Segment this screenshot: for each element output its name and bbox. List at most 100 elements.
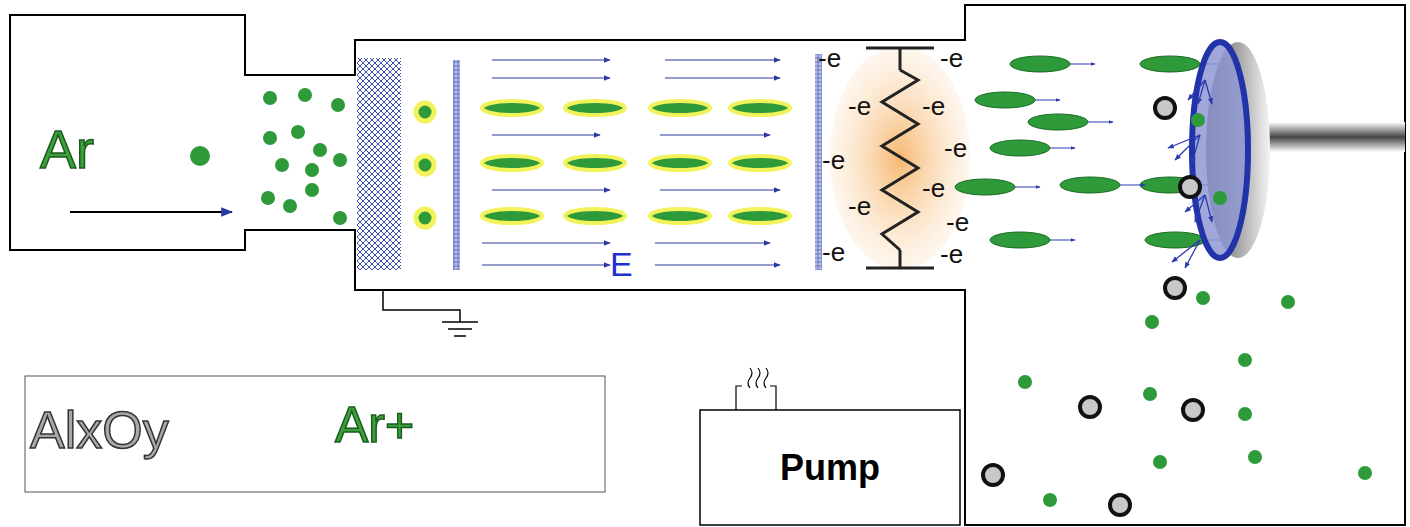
legend-text: Ar+: [335, 398, 414, 453]
argon-atom: [190, 146, 210, 166]
exhaust-symbol: [736, 368, 776, 410]
sputter-arrow: [1168, 135, 1200, 148]
electron-label: -e: [940, 240, 963, 269]
argon-ion: [416, 103, 434, 121]
argon-atom: [313, 143, 327, 157]
argon-atom: [1238, 407, 1252, 421]
fast-neutral: [1140, 56, 1200, 72]
argon-atom: [1043, 493, 1057, 507]
node-label: Pump: [780, 447, 880, 489]
field-line: [492, 77, 610, 78]
alumina-particle: [1165, 278, 1185, 298]
argon-ion: [416, 156, 434, 174]
argon-atom: [1191, 113, 1205, 127]
argon-atom: [261, 191, 275, 205]
grid-electrode: [815, 54, 822, 270]
field-line: [492, 134, 600, 135]
accelerated-ion: [650, 209, 710, 223]
sputter-arrow: [1195, 195, 1205, 222]
argon-atom: [333, 211, 347, 225]
sputter-arrow: [1172, 240, 1200, 262]
legend-box: [25, 376, 605, 492]
electron-label: -e: [818, 44, 841, 73]
argon-atom: [1018, 375, 1032, 389]
electron-label: -e: [940, 44, 963, 73]
accelerated-ion: [730, 209, 790, 223]
argon-atom: [1358, 466, 1372, 480]
field-line: [482, 264, 610, 265]
field-label: E: [610, 246, 633, 283]
fast-neutral: [975, 92, 1035, 108]
accelerated-ion: [565, 156, 625, 170]
accelerated-ion: [730, 101, 790, 115]
field-line: [665, 77, 780, 78]
accelerated-ion: [650, 101, 710, 115]
argon-atom: [263, 131, 277, 145]
fast-neutral: [1145, 232, 1205, 248]
gas-label: Ar: [40, 120, 94, 179]
field-line: [660, 189, 780, 190]
grid-electrode: [453, 60, 460, 270]
electron-label: -e: [848, 192, 871, 221]
fast-neutral: [990, 232, 1050, 248]
resistor-symbol: [882, 70, 918, 250]
alumina-particle: [1155, 98, 1175, 118]
sputter-arrow: [1205, 80, 1212, 104]
legend-entry: Ar+: [335, 398, 414, 453]
ground-symbol: [383, 290, 478, 336]
argon-atom: [1213, 191, 1227, 205]
pump-box-outline: [700, 410, 960, 525]
field-line: [482, 242, 610, 243]
argon-atom: [305, 163, 319, 177]
argon-atom: [1281, 295, 1295, 309]
fast-neutral: [990, 140, 1050, 156]
electron-label: -e: [944, 134, 967, 163]
alumina-particle: [1080, 397, 1100, 417]
alumina-particle: [1183, 400, 1203, 420]
sputter-target: [1192, 42, 1248, 258]
fast-neutral: [955, 179, 1015, 195]
fast-neutral: [1060, 177, 1120, 193]
argon-atom: [333, 153, 347, 167]
legend-entry: AlxOy: [30, 402, 169, 459]
argon-atom: [298, 88, 312, 102]
motion-arrow: [1120, 185, 1145, 186]
accelerated-ion: [482, 156, 542, 170]
electron-label: -e: [822, 146, 845, 175]
motion-arrow: [1050, 240, 1075, 241]
argon-atom: [291, 125, 305, 139]
field-line: [665, 59, 780, 60]
argon-atom: [1196, 291, 1210, 305]
field-line: [660, 134, 770, 135]
electron-label: -e: [922, 174, 945, 203]
sputter-arrow: [1192, 135, 1200, 163]
motion-arrow: [1050, 148, 1075, 149]
motion-arrow: [1070, 64, 1095, 65]
alumina-particle: [1180, 177, 1200, 197]
gas-flow-arrow: [70, 211, 232, 213]
accelerated-ion: [730, 156, 790, 170]
sputter-arrow: [1198, 80, 1205, 104]
field-line: [492, 59, 610, 60]
alumina-particle: [983, 465, 1003, 485]
argon-atom: [1143, 387, 1157, 401]
argon-atom: [1153, 455, 1167, 469]
argon-atom: [275, 158, 289, 172]
argon-atom: [283, 199, 297, 213]
argon-atom: [1145, 315, 1159, 329]
inlet-mesh: [357, 58, 401, 270]
motion-arrow: [1088, 122, 1113, 123]
motion-arrow: [1015, 187, 1040, 188]
motion-arrow: [1035, 100, 1060, 101]
resistor-terminals: [866, 48, 934, 268]
accelerated-ion: [565, 101, 625, 115]
accelerated-ion: [565, 209, 625, 223]
target-holder: [1262, 122, 1405, 152]
field-line: [655, 242, 770, 243]
legend-text: AlxOy: [30, 402, 169, 459]
chamber-outline: [10, 5, 1405, 525]
argon-ion: [416, 209, 434, 227]
electron-label: -e: [922, 92, 945, 121]
